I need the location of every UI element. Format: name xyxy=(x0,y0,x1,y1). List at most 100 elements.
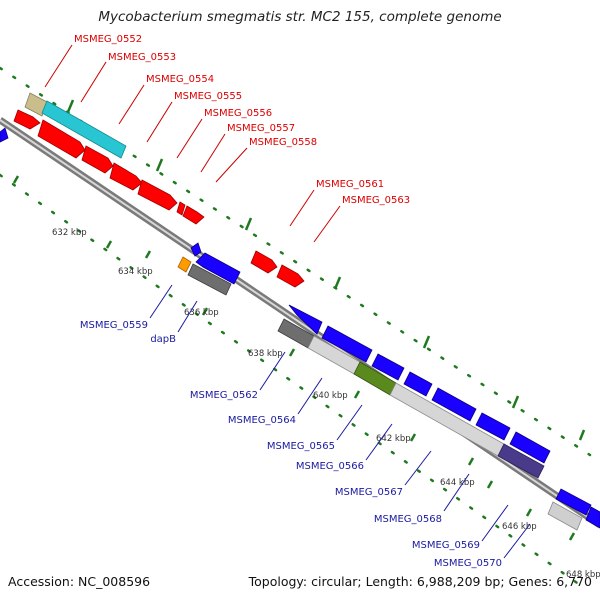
gene-reverse-blue-a[interactable] xyxy=(195,252,241,285)
gene-label[interactable]: MSMEG_0553 xyxy=(108,52,176,63)
gene-label[interactable]: MSMEG_0558 xyxy=(249,137,317,148)
gene-label[interactable]: MSMEG_0563 xyxy=(342,195,410,206)
gene-MSMEG_0570[interactable] xyxy=(547,501,583,531)
leader-line xyxy=(481,504,509,542)
gene-label[interactable]: MSMEG_0568 xyxy=(374,514,442,525)
tick-mark xyxy=(409,433,417,442)
gene-MSMEG_0555[interactable] xyxy=(37,119,86,159)
tick-mark xyxy=(155,158,164,172)
tick-mark xyxy=(353,390,361,399)
tick-mark xyxy=(244,217,253,231)
gene-MSMEG_0558[interactable] xyxy=(137,179,178,211)
tick-labels: 632 kbp 634 kbp 636 kbp 638 kbp 640 kbp … xyxy=(52,228,600,580)
gene-MSMEG_0553[interactable] xyxy=(41,100,127,159)
gene-label[interactable]: MSMEG_0567 xyxy=(335,487,403,498)
leader-line xyxy=(80,61,107,103)
gene-MSMEG_0559[interactable] xyxy=(177,256,192,273)
gene-label[interactable]: MSMEG_0555 xyxy=(174,91,242,102)
leader-line xyxy=(289,189,315,227)
gene-MSMEG_0567[interactable] xyxy=(497,443,545,479)
outer-tick-marks xyxy=(66,99,586,441)
gene-reverse-tiny[interactable] xyxy=(190,242,202,257)
tick-mark xyxy=(511,395,520,409)
gene-MSMEG_0557[interactable] xyxy=(109,162,143,191)
gene-reverse-blue-b[interactable] xyxy=(288,304,323,335)
gene-label[interactable]: MSMEG_0566 xyxy=(296,461,364,472)
gene-label[interactable]: MSMEG_0552 xyxy=(74,34,142,45)
gene-reverse-blue-f[interactable] xyxy=(431,387,477,422)
tick-mark xyxy=(201,307,209,316)
reverse-gene-labels: MSMEG_0559 dapB MSMEG_0562 MSMEG_0564 MS… xyxy=(80,320,502,569)
gene-label[interactable]: MSMEG_0554 xyxy=(146,74,214,85)
gene-MSMEG_0561[interactable] xyxy=(250,250,278,274)
leader-line xyxy=(146,101,173,143)
gene-MSMEG_0556[interactable] xyxy=(81,145,114,174)
tick-mark xyxy=(486,480,494,489)
gene-MSMEG_0552[interactable] xyxy=(24,92,48,117)
tick-mark xyxy=(467,457,475,466)
tick-mark xyxy=(333,276,342,290)
gene-MSMEG_0554[interactable] xyxy=(13,109,41,130)
leader-line xyxy=(200,133,226,173)
accession-text: Accession: NC_008596 xyxy=(8,574,151,589)
gene-MSMEG_0563[interactable] xyxy=(276,264,305,288)
forward-gene-labels: MSMEG_0552 MSMEG_0553 MSMEG_0554 MSMEG_0… xyxy=(74,34,410,206)
tick-label: 642 kbp xyxy=(376,434,411,444)
leader-line xyxy=(503,523,531,559)
gene-reverse-blue-d[interactable] xyxy=(371,353,405,381)
tick-label: 640 kbp xyxy=(313,391,348,401)
reverse-strand-genes xyxy=(0,127,600,531)
tick-label: 636 kbp xyxy=(184,308,219,318)
leader-line xyxy=(259,351,286,391)
leader-line xyxy=(404,450,432,486)
leader-line xyxy=(336,404,363,441)
gene-reverse-blue-h[interactable] xyxy=(509,431,551,464)
leader-line xyxy=(149,284,173,319)
tick-mark xyxy=(288,348,296,357)
leader-line xyxy=(176,118,203,159)
gene-reverse-blue-e[interactable] xyxy=(403,371,433,397)
tick-mark xyxy=(422,335,431,349)
gene-dapB[interactable] xyxy=(187,263,232,296)
tick-mark xyxy=(578,429,586,441)
gene-label[interactable]: MSMEG_0569 xyxy=(412,540,480,551)
gene-reverse-blue-j[interactable] xyxy=(585,506,600,529)
genome-summary-text: Topology: circular; Length: 6,988,209 bp… xyxy=(248,574,592,589)
gene-label[interactable]: MSMEG_0556 xyxy=(204,108,272,119)
tick-mark xyxy=(525,508,533,517)
leader-line xyxy=(177,300,198,333)
gene-reverse-edge[interactable] xyxy=(0,127,9,143)
tick-label: 644 kbp xyxy=(440,478,475,488)
gene-forward-short[interactable] xyxy=(182,205,205,225)
tick-label: 648 kbp xyxy=(566,570,600,580)
tick-label: 632 kbp xyxy=(52,228,87,238)
inner-guide-line xyxy=(0,173,582,587)
leader-line xyxy=(313,205,341,243)
gene-label[interactable]: dapB xyxy=(150,334,176,345)
gene-label[interactable]: MSMEG_0561 xyxy=(316,179,384,190)
leader-line xyxy=(118,84,145,125)
gene-reverse-blue-c[interactable] xyxy=(321,325,373,363)
tick-mark xyxy=(105,240,113,249)
outer-guide-line xyxy=(0,66,592,457)
genome-title: Mycobacterium smegmatis str. MC2 155, co… xyxy=(98,9,502,25)
gene-reverse-blue-g[interactable] xyxy=(475,412,511,441)
tick-label: 646 kbp xyxy=(502,522,537,532)
gene-reverse-blue-i[interactable] xyxy=(555,488,592,516)
tick-mark xyxy=(66,99,75,113)
leader-line xyxy=(297,377,323,415)
inner-tick-marks xyxy=(12,175,576,541)
gene-label[interactable]: MSMEG_0562 xyxy=(190,390,258,401)
tick-mark xyxy=(144,250,152,259)
gene-small-forward[interactable] xyxy=(176,201,186,216)
gene-label[interactable]: MSMEG_0565 xyxy=(267,441,335,452)
gene-label[interactable]: MSMEG_0559 xyxy=(80,320,148,331)
inner-dotted-guide xyxy=(0,173,582,587)
gene-label[interactable]: MSMEG_0570 xyxy=(434,558,502,569)
gene-label[interactable]: MSMEG_0557 xyxy=(227,123,295,134)
leader-line xyxy=(215,147,248,183)
gene-label[interactable]: MSMEG_0564 xyxy=(228,415,296,426)
tick-label: 638 kbp xyxy=(248,349,283,359)
